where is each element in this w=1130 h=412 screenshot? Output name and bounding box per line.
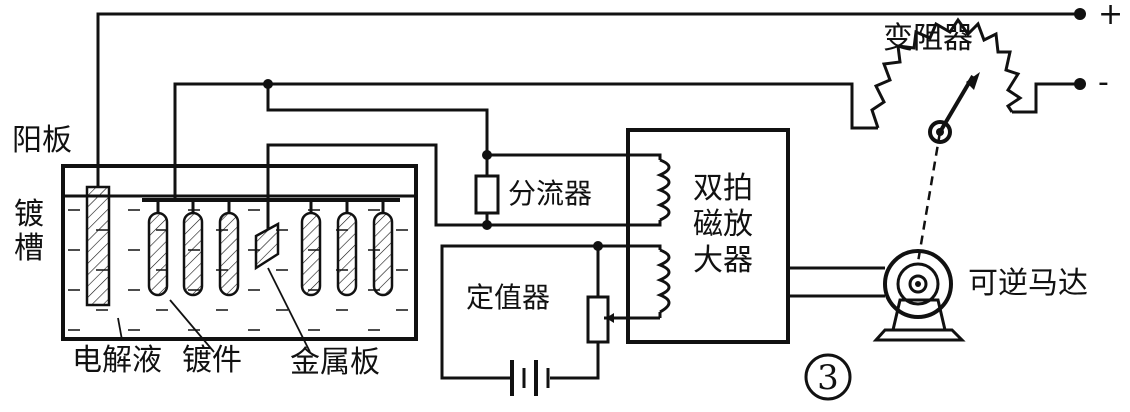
metal-plate-wire: [266, 143, 487, 230]
negative-terminal: [1074, 78, 1086, 90]
workpiece-2: [182, 200, 204, 297]
terminals: + -: [1074, 0, 1123, 100]
label-amplifier-line-3: 大器: [693, 243, 753, 278]
positive-terminal: [1074, 8, 1086, 20]
workpiece-6: [372, 200, 394, 297]
rheostat: [870, 17, 1023, 144]
label-setter: 定值器: [466, 281, 550, 314]
rheostat-resistance: [870, 17, 1023, 129]
figure-number: 3: [804, 353, 852, 401]
label-rheostat: 变阻器: [883, 21, 973, 56]
label-metal-plate: 金属板: [290, 345, 380, 380]
shunt-top-wire: [266, 84, 489, 155]
workpiece-5: [336, 200, 358, 297]
rheostat-pivot: [928, 120, 952, 144]
positive-wire: [96, 12, 1080, 187]
setter-potentiometer: [586, 255, 614, 344]
workpiece-1: [147, 200, 169, 297]
shunt-resistor: [474, 174, 500, 215]
label-plating-tank-char-2: 槽: [14, 231, 44, 266]
plating-tank: [61, 164, 418, 341]
amplifier-coil-2: [656, 248, 671, 314]
tank-outline: [61, 164, 418, 341]
label-anode-plate: 阳板: [12, 123, 72, 158]
negative-sign: -: [1098, 65, 1109, 100]
metal-plate: [254, 221, 280, 271]
anode-plate: [85, 185, 111, 307]
figure-number-text: 3: [817, 358, 839, 398]
magnetic-amplifier: [626, 128, 790, 344]
label-electrolyte: 电解液: [72, 343, 162, 378]
negative-wire: [173, 82, 878, 200]
label-amplifier-line-1: 双拍: [693, 171, 753, 206]
amplifier-coil-1: [656, 158, 671, 222]
workpiece-3: [218, 200, 240, 297]
label-motor: 可逆马达: [968, 266, 1088, 301]
mechanical-linkage: [916, 131, 942, 263]
label-plating-tank: 镀 槽: [14, 197, 44, 266]
leader-lines: [117, 267, 311, 353]
electrolyte-body: [65, 198, 414, 337]
wiring: [96, 12, 1080, 380]
workpiece-rack: [142, 198, 400, 297]
positive-sign: +: [1098, 0, 1123, 32]
battery: [495, 360, 572, 396]
label-workpiece: 镀件: [182, 343, 242, 378]
label-shunt: 分流器: [508, 177, 592, 210]
label-plating-tank-char-1: 镀: [14, 197, 44, 232]
label-amplifier-line-2: 磁放: [693, 207, 753, 242]
reversible-motor: [872, 249, 966, 342]
label-amplifier: 双拍 磁放 大器: [693, 171, 753, 278]
workpiece-4: [300, 200, 322, 297]
